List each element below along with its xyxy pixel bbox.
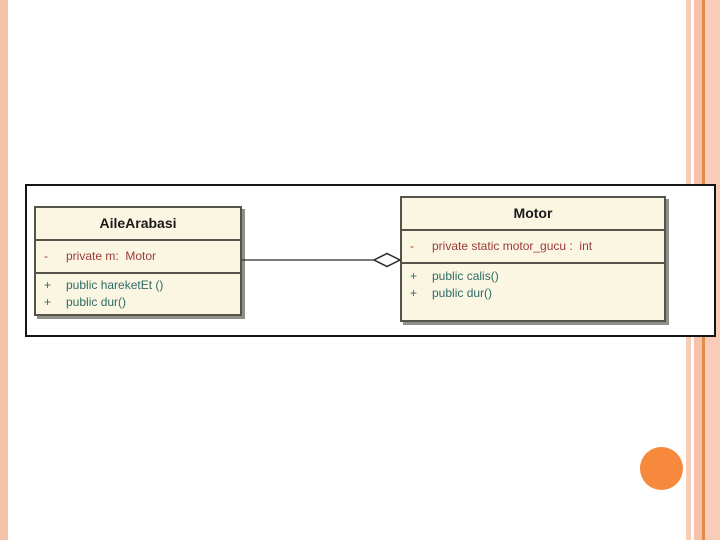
method-declaration: public dur() bbox=[66, 295, 127, 309]
visibility-symbol: + bbox=[44, 295, 52, 309]
attributes-compartment: - private m: Motor bbox=[36, 239, 240, 272]
methods-compartment: + public calis() + public dur() bbox=[402, 262, 664, 320]
aggregation-connector bbox=[242, 252, 402, 268]
attributes-compartment: - private static motor_gucu : int bbox=[402, 229, 664, 262]
class-box-motor: Motor - private static motor_gucu : int … bbox=[400, 196, 666, 322]
class-title-ailearabasi: AileArabasi bbox=[99, 215, 177, 231]
method-row: + public hareketEt () bbox=[36, 277, 240, 294]
method-row: + public dur() bbox=[36, 294, 240, 311]
visibility-symbol: - bbox=[44, 249, 48, 263]
method-declaration: public hareketEt () bbox=[66, 278, 164, 292]
class-title-motor: Motor bbox=[513, 205, 553, 221]
method-declaration: public dur() bbox=[432, 286, 493, 300]
visibility-symbol: + bbox=[410, 286, 418, 300]
class-box-ailearabasi: AileArabasi - private m: Motor + public … bbox=[34, 206, 242, 316]
visibility-symbol: + bbox=[44, 278, 52, 292]
attribute-row: - private static motor_gucu : int bbox=[402, 231, 664, 262]
method-row: + public dur() bbox=[402, 285, 664, 302]
visibility-symbol: - bbox=[410, 239, 414, 253]
left-edge-stripe bbox=[0, 0, 8, 540]
methods-compartment: + public hareketEt () + public dur() bbox=[36, 272, 240, 314]
aggregation-diamond-icon bbox=[372, 252, 402, 268]
attribute-declaration: private m: Motor bbox=[66, 249, 157, 263]
attribute-declaration: private static motor_gucu : int bbox=[432, 239, 593, 253]
method-row: + public calis() bbox=[402, 268, 664, 285]
accent-circle bbox=[640, 447, 683, 490]
visibility-symbol: + bbox=[410, 269, 418, 283]
method-declaration: public calis() bbox=[432, 269, 499, 283]
attribute-row: - private m: Motor bbox=[36, 241, 240, 272]
